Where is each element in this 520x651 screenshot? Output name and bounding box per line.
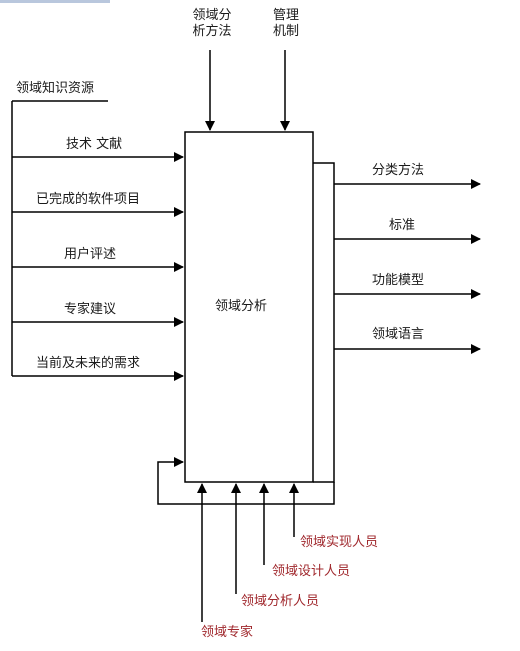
mechanism-label-analyst: 领域分析人员 [241,594,320,609]
output-label-domain-language: 领域语言 [372,327,425,342]
mechanism-label-designer: 领域设计人员 [272,564,351,579]
control-label-line: 析方法 [192,24,232,39]
input-label-literature: 技术 文献 [66,137,123,152]
selection-edge-mark [0,0,110,3]
mechanism-label-implementer: 领域实现人员 [300,535,379,550]
control-label-line: 机制 [272,24,299,39]
input-label-reviews: 用户评述 [64,247,117,262]
input-label-projects: 已完成的软件项目 [36,192,141,207]
control-label-line: 领域分 [192,8,232,23]
control-label-mechanism: 管理机制 [262,8,310,40]
input-label-requirements: 当前及未来的需求 [36,356,141,371]
input-label-expert-advice: 专家建议 [64,302,117,317]
output-label-function-model: 功能模型 [372,273,425,288]
control-label-line: 管理 [272,8,299,23]
mechanism-label-expert: 领域专家 [201,625,254,640]
process-label: 领域分析 [215,299,268,314]
input-group-label: 领域知识资源 [16,81,95,96]
control-label-method: 领域分析方法 [184,8,240,40]
process-box [184,131,314,483]
process-box-shadow [313,162,335,483]
feedback-loop [157,457,335,505]
output-label-classification: 分类方法 [372,163,425,178]
output-label-standard: 标准 [389,218,416,233]
